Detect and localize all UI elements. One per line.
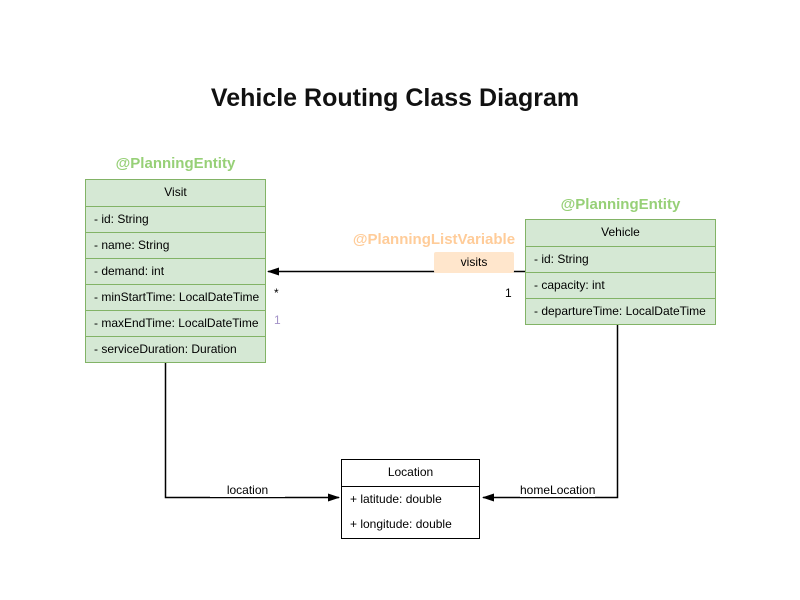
visit-attr-id: - id: String — [86, 206, 265, 232]
visits-target-multiplicity: * — [274, 286, 279, 300]
vehicle-class-box: Vehicle - id: String - capacity: int - d… — [525, 219, 716, 325]
vehicle-attr-id: - id: String — [526, 246, 715, 272]
vehicle-attr-capacity: - capacity: int — [526, 272, 715, 298]
vehicle-class-name: Vehicle — [601, 225, 640, 239]
planning-list-variable-annotation: @PlanningListVariable — [352, 231, 516, 248]
visit-attr-min-start-time: - minStartTime: LocalDateTime — [86, 284, 265, 310]
vehicle-planning-entity-annotation: @PlanningEntity — [560, 196, 681, 213]
home-location-edge-label: homeLocation — [520, 483, 596, 497]
location-class-box: Location + latitude: double + longitude:… — [341, 459, 480, 539]
visit-class-name: Visit — [164, 185, 187, 199]
visit-attr-demand: - demand: int — [86, 258, 265, 284]
visit-attr-name: - name: String — [86, 232, 265, 258]
vehicle-attr-departure-time: - departureTime: LocalDateTime — [526, 298, 715, 324]
location-attr-longitude: + longitude: double — [350, 517, 452, 531]
location-attr-latitude: + latitude: double — [342, 486, 479, 512]
visit-attr-max-end-time: - maxEndTime: LocalDateTime — [86, 310, 265, 336]
visits-edge-label: visits — [434, 252, 514, 273]
visit-class-box: Visit - id: String - name: String - dema… — [85, 179, 266, 363]
diagram-title: Vehicle Routing Class Diagram — [210, 84, 580, 112]
visit-planning-entity-annotation: @PlanningEntity — [115, 155, 236, 172]
visits-source-multiplicity: 1 — [505, 286, 512, 300]
visit-attr-service-duration: - serviceDuration: Duration — [86, 336, 265, 362]
location-edge-label: location — [210, 483, 285, 497]
extra-multiplicity: 1 — [274, 313, 281, 327]
location-class-name: Location — [387, 465, 434, 479]
